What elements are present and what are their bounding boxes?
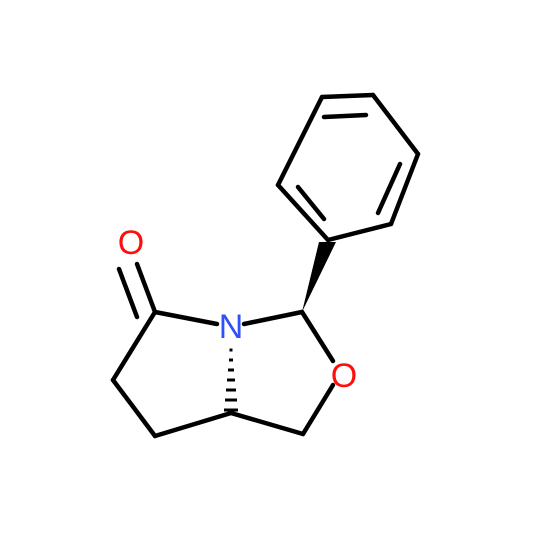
- bicyclic-core: [110, 242, 336, 439]
- bond-ph-1: [319, 92, 376, 100]
- bond-ph-3: [388, 151, 421, 227]
- bond-ph-4: [325, 221, 394, 243]
- bond-c3-o: [299, 309, 336, 364]
- bond-ph-inner-1: [321, 112, 369, 120]
- phenyl-ring: [275, 92, 421, 243]
- bond-ph-6: [275, 94, 325, 188]
- bond-o-c1: [300, 382, 336, 437]
- bond-c5-c6: [110, 309, 158, 383]
- bond-c5-n: [152, 309, 220, 327]
- atom-label-ring-oxygen: O: [331, 357, 357, 395]
- bond-ph-5: [275, 182, 331, 243]
- bond-ph-inner-2: [375, 161, 403, 216]
- atom-label-nitrogen: N: [219, 308, 244, 346]
- atom-label-carbonyl-oxygen: O: [118, 224, 144, 262]
- bond-c6-c7: [110, 377, 158, 439]
- wedge-bond-phenyl: [302, 242, 336, 312]
- bond-ph-inner-3: [295, 184, 327, 222]
- hashed-bond-c7a-n: [224, 348, 238, 412]
- bond-c5-o-a: [134, 261, 158, 315]
- bond-c1-c7a: [228, 410, 306, 437]
- bond-c3-n: [241, 309, 305, 327]
- bond-c7-c7a: [152, 410, 234, 439]
- bond-ph-2: [370, 92, 421, 157]
- bond-c5-o-b: [116, 266, 140, 320]
